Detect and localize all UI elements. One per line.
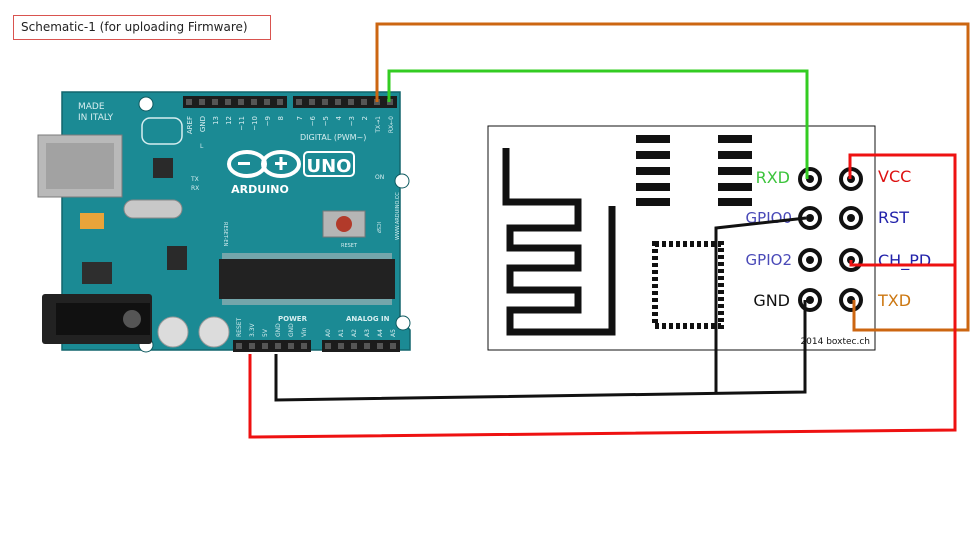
analog-pin-a0: A0 xyxy=(325,329,332,337)
arduino-board: MADE IN ITALY UNO ARDUINO L TX RX ON R xyxy=(37,91,411,353)
digital-pin-13: 13 xyxy=(212,116,220,125)
led-rx-label: RX xyxy=(191,185,199,192)
diagram-caption: Schematic-1 (for uploading Firmware) xyxy=(13,15,271,40)
header-pin-txd xyxy=(839,288,863,312)
digital-pin-8: 8 xyxy=(277,116,285,120)
wire-3v3-to-esp-vcc xyxy=(248,153,957,439)
pin-label-rxd: RXD xyxy=(756,168,790,187)
power-pin-3v3: 3.3V xyxy=(249,322,256,337)
wire-vcc-to-esp-chpd xyxy=(849,260,955,267)
header-pin-gpio2 xyxy=(798,248,822,272)
pin-label-gpio2: GPIO2 xyxy=(746,251,792,269)
digital-pin-gnd: GND xyxy=(199,116,207,132)
module-credit: 2014 boxtec.ch xyxy=(800,337,870,347)
led-tx-label: TX xyxy=(190,176,199,183)
analog-pin-a3: A3 xyxy=(364,329,371,337)
power-pin-reset: RESET xyxy=(236,317,243,337)
board-url: WWW.ARDUINO.CC xyxy=(395,192,401,240)
digital-pin-aref: AREF xyxy=(186,116,194,134)
digital-pin-12: 12 xyxy=(225,116,233,125)
analog-pin-a2: A2 xyxy=(351,329,358,337)
digital-pin-5: ~5 xyxy=(322,116,330,126)
esp8266-module: RXD GPIO0 GPIO2 GND VCC RST CH_PD TXD 20… xyxy=(487,125,931,351)
header-pin-rst xyxy=(839,206,863,230)
digital-pin-10: ~10 xyxy=(251,116,259,131)
power-pin-gnd-1: GND xyxy=(275,323,282,337)
reset-en-label: RESET-EN xyxy=(222,222,228,247)
wire-gpio0-to-gnd xyxy=(714,216,807,392)
made-in-label: MADE xyxy=(78,102,105,112)
digital-pin-7: 7 xyxy=(296,116,304,120)
reset-button-label: RESET xyxy=(341,243,358,249)
wire-gnd-to-esp-gnd xyxy=(274,300,807,402)
analog-header-label: ANALOG IN xyxy=(346,315,390,323)
digital-pin-11: ~11 xyxy=(238,116,246,131)
digital-pin-tx1: TX→1 xyxy=(375,116,382,134)
board-brand: ARDUINO xyxy=(231,183,289,196)
esp-chip xyxy=(652,241,724,329)
led-l-label: L xyxy=(200,143,204,150)
header-pin-rxd xyxy=(798,167,822,191)
header-pin-gnd xyxy=(798,288,822,312)
digital-pin-rx0: RX←0 xyxy=(388,116,395,133)
arduino-logo xyxy=(227,150,301,178)
analog-pin-a5: A5 xyxy=(390,329,397,337)
digital-pin-6: ~6 xyxy=(309,115,317,126)
wire-arduino-rx-to-esp-rxd xyxy=(387,69,809,179)
power-pin-vin: Vin xyxy=(301,327,308,337)
pin-label-rst: RST xyxy=(878,208,909,227)
digital-pin-2: 2 xyxy=(361,116,369,120)
made-in-italy-label: IN ITALY xyxy=(78,113,114,123)
digital-pin-3: ~3 xyxy=(348,116,356,126)
antenna-trace xyxy=(502,148,616,336)
digital-pin-9: ~9 xyxy=(264,116,272,126)
power-pin-5v: 5V xyxy=(262,328,269,337)
power-pin-gnd-2: GND xyxy=(288,323,295,337)
on-led-label: ON xyxy=(375,174,384,181)
digital-pin-4: 4 xyxy=(335,115,343,120)
digital-header-label: DIGITAL (PWM~) xyxy=(300,133,366,142)
pin-label-gnd: GND xyxy=(753,291,790,310)
power-header-label: POWER xyxy=(278,315,308,323)
analog-pin-a4: A4 xyxy=(377,329,384,337)
header-pin-chpd xyxy=(839,248,863,272)
pin-label-txd: TXD xyxy=(877,291,911,310)
icsp-label: ICSP xyxy=(375,222,381,233)
wire-arduino-tx-to-esp-txd xyxy=(375,22,970,332)
pin-label-vcc: VCC xyxy=(878,167,911,186)
board-model: UNO xyxy=(307,156,352,177)
analog-pin-a1: A1 xyxy=(338,329,345,337)
pin-label-chpd: CH_PD xyxy=(878,251,931,271)
